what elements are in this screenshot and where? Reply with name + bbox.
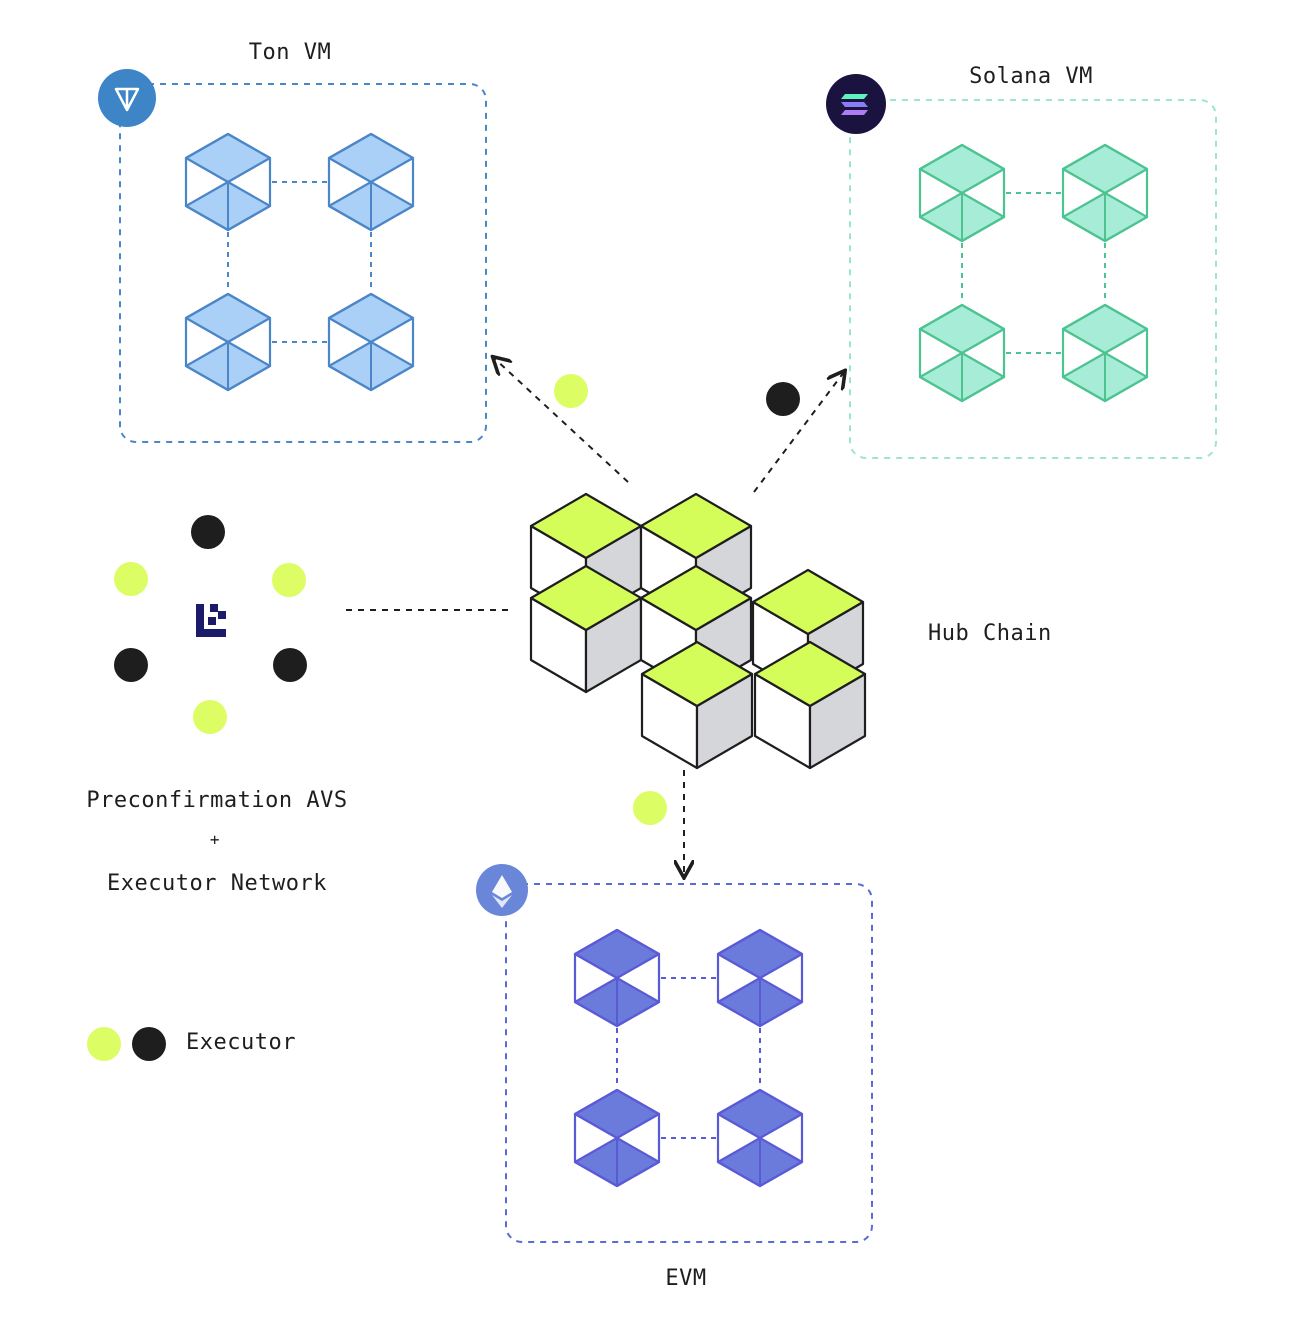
executor-token-green (554, 374, 588, 408)
solana-vm-title: Solana VM (969, 64, 1093, 89)
ton-vm-cluster (119, 83, 487, 443)
avs-title-line2: Executor Network (107, 871, 327, 896)
legend-executor-label: Executor (186, 1030, 296, 1055)
executor-ring (114, 515, 307, 734)
executor-node-black (114, 648, 148, 682)
ton-node-grid (184, 132, 415, 392)
network-node-icon (573, 1088, 661, 1188)
solana-node-grid (918, 143, 1149, 403)
hub-chain-title: Hub Chain (928, 621, 1052, 646)
network-node-icon (1061, 303, 1149, 403)
ethereum-logo-icon (476, 864, 528, 916)
ton-logo-icon (98, 69, 156, 127)
evm-title: EVM (665, 1266, 707, 1291)
evm-box (505, 883, 873, 1243)
avs-title-line1: Preconfirmation AVS (86, 788, 348, 813)
evm-node-grid (573, 928, 804, 1188)
network-node-icon (918, 303, 1006, 403)
legend-dot-green (87, 1027, 121, 1061)
executor-token-black (766, 382, 800, 416)
executor-token-green (633, 791, 667, 825)
hub-cube (753, 640, 867, 770)
executor-node-black (191, 515, 225, 549)
arrow-to-solana (753, 372, 844, 493)
network-node-icon (716, 1088, 804, 1188)
avs-logo-icon (196, 604, 226, 637)
solana-vm-box (849, 99, 1217, 459)
network-node-icon (918, 143, 1006, 243)
evm-cluster (505, 883, 873, 1243)
network-node-icon (716, 928, 804, 1028)
network-node-icon (184, 132, 272, 232)
executor-node-green (114, 562, 148, 596)
solana-logo-icon (826, 74, 886, 134)
avs-title-plus: + (209, 830, 221, 849)
arrow-to-ton (494, 358, 629, 483)
ton-vm-title: Ton VM (248, 40, 332, 65)
executor-node-green (193, 700, 227, 734)
network-node-icon (327, 132, 415, 232)
network-node-icon (1061, 143, 1149, 243)
hub-cube (640, 640, 754, 770)
hub-chain-cubes (529, 492, 867, 770)
network-node-icon (184, 292, 272, 392)
executor-node-green (272, 563, 306, 597)
solana-vm-cluster (849, 99, 1217, 459)
hub-cube (529, 564, 643, 694)
ton-vm-box (119, 83, 487, 443)
executor-node-black (273, 648, 307, 682)
network-node-icon (327, 292, 415, 392)
network-node-icon (573, 928, 661, 1028)
legend-dot-black (132, 1027, 166, 1061)
